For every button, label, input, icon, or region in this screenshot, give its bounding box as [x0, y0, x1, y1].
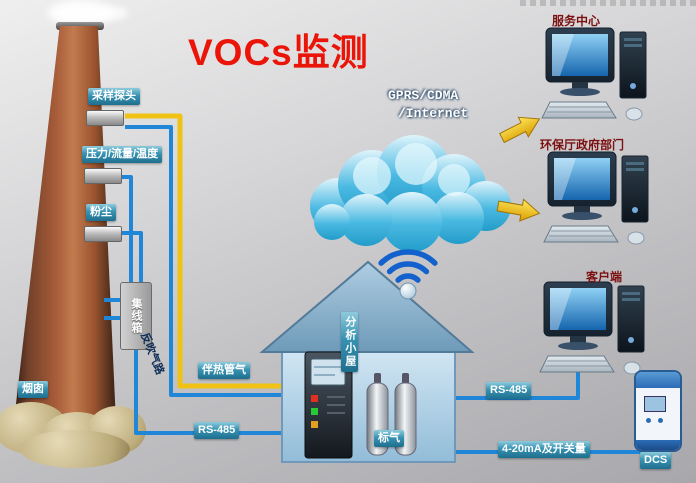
label-heated-pipe: 伴热管气 [198, 362, 250, 379]
label-rs485-left: RS-485 [194, 422, 240, 439]
indicator-red [311, 395, 318, 402]
label-network-line2: /Internet [398, 106, 469, 121]
dcs-led [646, 418, 651, 423]
indicator-amber [311, 421, 318, 428]
client-computer [538, 280, 656, 382]
dcs-device [634, 370, 682, 452]
label-chimney: 烟囱 [18, 381, 48, 398]
internet-cloud [310, 135, 511, 252]
dcs-screen [644, 396, 666, 412]
arrow-to-gov-dept [496, 198, 541, 222]
house-roof [259, 260, 475, 353]
rock-base [20, 430, 130, 468]
rs485-left-line [134, 345, 318, 435]
indicator-green [311, 408, 318, 415]
diagram-title: VOCs监测 [188, 32, 369, 73]
sample-pipe-line [125, 125, 318, 397]
label-gov-dept: 环保厅政府部门 [540, 138, 625, 152]
cabinet-screen [310, 358, 346, 386]
junction-box: 集线箱 [120, 282, 152, 350]
service-center-computer [540, 26, 658, 128]
dcs-top-band [636, 372, 680, 388]
label-sampling-probe: 采样探头 [88, 88, 140, 105]
computer-icon [543, 151, 649, 245]
screen-edge-artifact [520, 0, 696, 6]
uplink-arrows [496, 116, 541, 222]
dust-sensor-device [84, 226, 122, 242]
label-analysis-house: 分析小屋 [341, 312, 358, 372]
junction-box-label: 集线箱 [130, 298, 142, 334]
computer-icon [539, 281, 645, 375]
label-network-line1: GPRS/CDMA [388, 88, 459, 103]
arrow-to-service-center [499, 116, 541, 144]
label-analog-switch: 4-20mA及开关量 [498, 441, 590, 458]
computer-icon [541, 27, 647, 121]
smoke-puff-small [98, 6, 128, 20]
heated-pipe-line [125, 113, 318, 389]
label-client: 客户端 [586, 270, 623, 284]
label-gas-cylinders: 标气 [374, 430, 404, 447]
label-dust: 粉尘 [86, 204, 116, 221]
analyzer-cabinet [304, 351, 353, 459]
dcs-bottom-band [636, 440, 680, 450]
gov-dept-computer [542, 150, 660, 252]
label-rs485-right: RS-485 [486, 382, 532, 399]
sampling-probe-device [86, 110, 124, 126]
pressure-flow-temp-device [84, 168, 122, 184]
analysis-house [259, 260, 475, 463]
dcs-led [658, 418, 663, 423]
label-pressure-flow-temp: 压力/流量/温度 [82, 146, 163, 163]
label-dcs: DCS [640, 452, 672, 469]
label-service-center: 服务中心 [552, 14, 601, 28]
